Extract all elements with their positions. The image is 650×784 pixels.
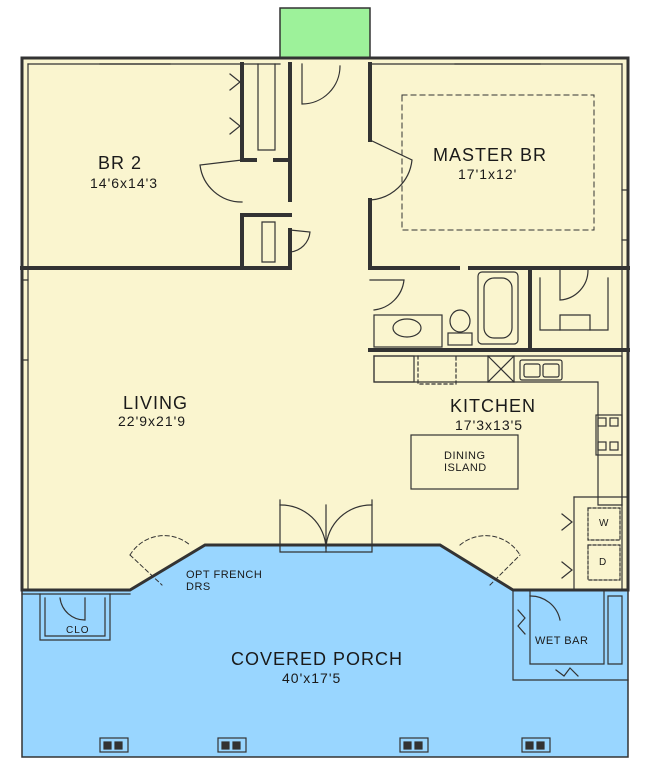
porch-name: COVERED PORCH xyxy=(231,649,404,669)
interior-floor xyxy=(22,58,628,590)
interior-walls xyxy=(20,62,630,352)
island-label-2: ISLAND xyxy=(444,462,487,474)
wet-bar-label: WET BAR xyxy=(535,635,589,647)
french-label-2: DRS xyxy=(186,581,211,593)
br2-dims: 14'6x14'3 xyxy=(90,175,159,191)
closet-label: CLO xyxy=(66,625,90,636)
french-label-1: OPT FRENCH xyxy=(186,569,263,581)
chimney xyxy=(279,7,371,59)
br2-name: BR 2 xyxy=(98,153,143,173)
dining-island xyxy=(410,434,519,490)
wet-bar xyxy=(512,589,629,681)
master-name: MASTER BR xyxy=(433,145,548,165)
porch-dims: 40'x17'5 xyxy=(282,670,342,686)
porch-posts xyxy=(99,737,551,753)
exterior-walls xyxy=(20,56,630,592)
windows xyxy=(21,57,629,361)
closet-clo xyxy=(21,593,131,641)
living-name: LIVING xyxy=(123,393,189,413)
doors xyxy=(199,63,589,311)
bathroom-fixtures xyxy=(373,271,609,348)
washer-label: W xyxy=(599,518,610,529)
optional-french-doors xyxy=(129,535,521,586)
island-label-1: DINING xyxy=(444,450,486,462)
br2-closet xyxy=(229,63,276,263)
french-doors xyxy=(279,499,373,553)
kitchen-counters xyxy=(373,355,623,506)
dryer-label: D xyxy=(599,557,608,568)
living-dims: 22'9x21'9 xyxy=(118,413,187,429)
master-dims: 17'1x12' xyxy=(458,166,518,182)
laundry xyxy=(561,496,629,591)
kitchen-dims: 17'3x13'5 xyxy=(455,417,524,433)
tray-ceiling xyxy=(401,94,595,231)
kitchen-name: KITCHEN xyxy=(450,396,537,416)
